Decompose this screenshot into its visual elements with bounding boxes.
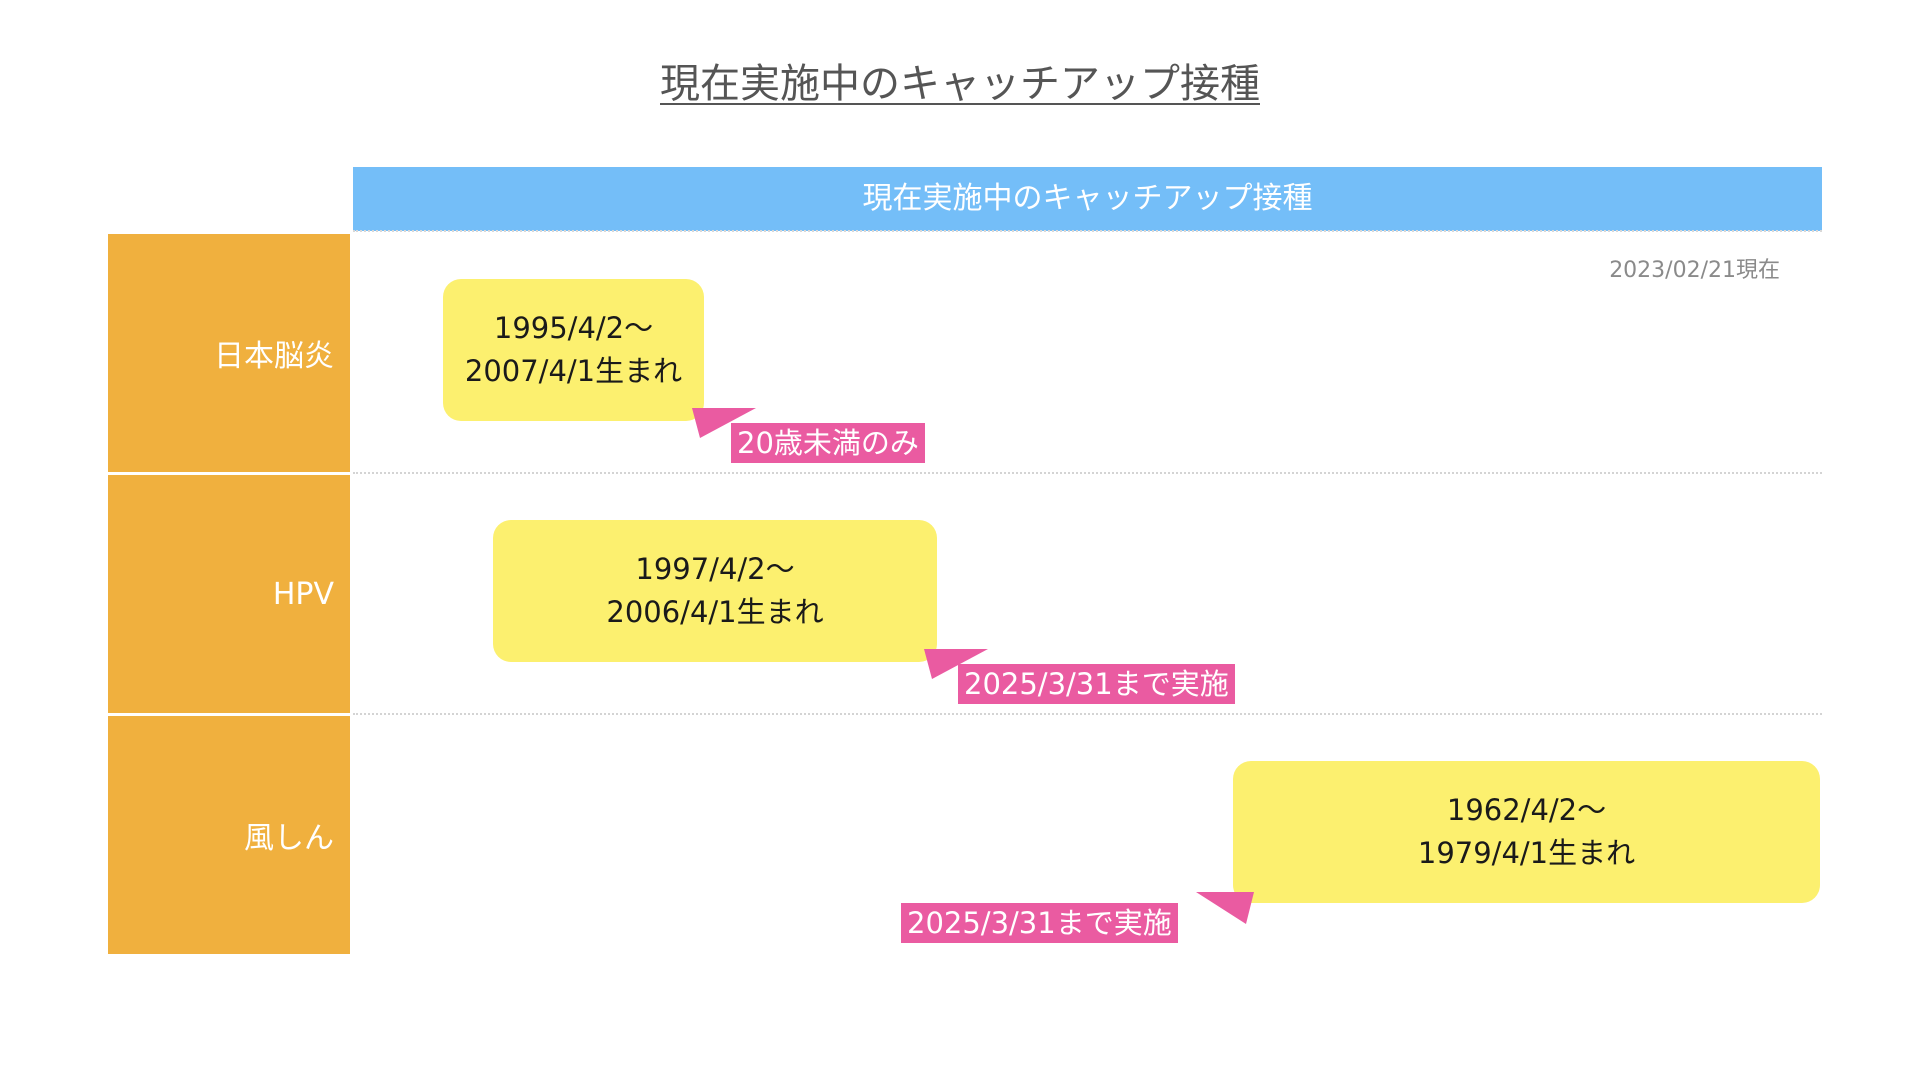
range-box-hpv: 1997/4/2〜 2006/4/1生まれ	[493, 520, 937, 662]
row-label-hpv: HPV	[108, 475, 350, 713]
range-end: 1979/4/1生まれ	[1417, 836, 1636, 870]
page-title: 現在実施中のキャッチアップ接種	[660, 61, 1260, 107]
row-divider	[353, 713, 1822, 715]
header-bar: 現在実施中のキャッチアップ接種	[353, 167, 1822, 231]
as-of-date: 2023/02/21現在	[1609, 258, 1780, 283]
note-tag-rubella: 2025/3/31まで実施	[901, 903, 1178, 943]
range-start: 1962/4/2〜	[1446, 793, 1607, 827]
note-tag-japanese-encephalitis: 20歳未満のみ	[731, 423, 925, 463]
range-start: 1995/4/2〜	[493, 311, 654, 345]
row-label-japanese-encephalitis: 日本脳炎	[108, 234, 350, 472]
range-end: 2007/4/1生まれ	[464, 354, 683, 388]
note-pointer	[1196, 892, 1254, 924]
range-box-japanese-encephalitis: 1995/4/2〜 2007/4/1生まれ	[443, 279, 704, 421]
range-box-rubella: 1962/4/2〜 1979/4/1生まれ	[1233, 761, 1820, 903]
range-start: 1997/4/2〜	[635, 552, 795, 586]
row-label-rubella: 風しん	[108, 716, 350, 954]
range-end: 2006/4/1生まれ	[606, 595, 824, 629]
header-divider	[353, 230, 1822, 232]
note-tag-hpv: 2025/3/31まで実施	[958, 664, 1235, 704]
row-divider	[353, 472, 1822, 474]
